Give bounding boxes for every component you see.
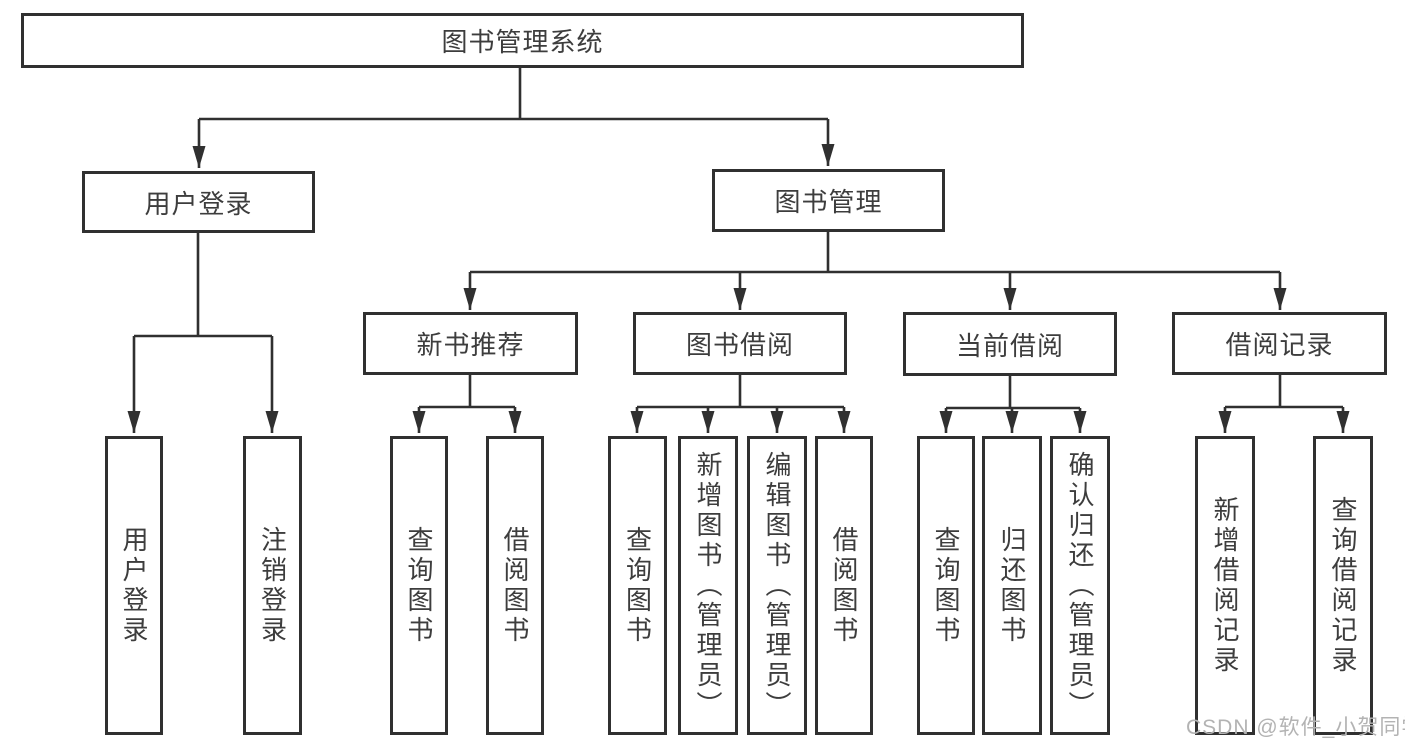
node-root-label: 图书管理系统 (441, 27, 604, 57)
node-borrow-records: 借阅记录 (1172, 312, 1387, 375)
leaf-confirm-return-admin-label: 确认归还（管理员） (1065, 450, 1095, 721)
edges-user-login-to-leaves (127, 231, 279, 433)
node-book-borrow-label: 图书借阅 (685, 330, 794, 360)
leaf-query-borrow-record: 查询借阅记录 (1313, 436, 1373, 735)
node-book-borrow: 图书借阅 (633, 312, 847, 375)
leaf-borrow-book: 借阅图书 (815, 436, 873, 735)
node-borrow-records-label: 借阅记录 (1225, 330, 1334, 360)
leaf-borrow-edit-book-admin-label: 编辑图书（管理员） (762, 450, 792, 721)
leaf-logout-label: 注销登录 (257, 525, 288, 646)
leaf-borrow-add-book-admin-label: 新增图书（管理员） (693, 450, 723, 721)
leaf-current-query-book: 查询图书 (917, 436, 975, 735)
leaf-borrow-edit-book-admin: 编辑图书（管理员） (747, 436, 807, 735)
leaf-new-books-query: 查询图书 (390, 436, 448, 735)
leaf-borrow-book-label: 借阅图书 (829, 525, 859, 646)
leaf-add-borrow-record: 新增借阅记录 (1195, 436, 1255, 735)
leaf-return-book-label: 归还图书 (997, 525, 1027, 646)
leaf-new-books-borrow-label: 借阅图书 (500, 525, 530, 646)
node-user-login-label: 用户登录 (144, 188, 253, 219)
csdn-watermark: CSDN @软件_小贺同学 (1186, 716, 1405, 739)
node-current-borrow: 当前借阅 (903, 312, 1117, 376)
leaf-current-query-book-label: 查询图书 (931, 525, 961, 646)
leaf-borrow-add-book-admin: 新增图书（管理员） (678, 436, 738, 735)
node-current-borrow-label: 当前借阅 (955, 330, 1064, 361)
leaf-confirm-return-admin: 确认归还（管理员） (1050, 436, 1110, 735)
leaf-user-login-label: 用户登录 (119, 525, 149, 646)
node-new-book-recommend-label: 新书推荐 (416, 330, 525, 360)
node-book-management-label: 图书管理 (774, 187, 883, 217)
node-root-system: 图书管理系统 (21, 13, 1024, 68)
node-new-book-recommend: 新书推荐 (363, 312, 578, 375)
edges-book-borrow-to-leaves (630, 373, 851, 433)
edges-new-books-to-leaves (412, 373, 522, 433)
leaf-add-borrow-record-label: 新增借阅记录 (1210, 495, 1240, 676)
leaf-new-books-query-label: 查询图书 (404, 525, 434, 646)
leaf-user-login: 用户登录 (105, 436, 163, 735)
node-user-login: 用户登录 (82, 171, 315, 233)
edges-book-mgmt-to-level3 (463, 230, 1287, 310)
edges-root-to-level2 (192, 66, 835, 168)
leaf-borrow-query-book: 查询图书 (608, 436, 667, 735)
edges-current-borrow-to-leaves (939, 374, 1087, 433)
leaf-return-book: 归还图书 (982, 436, 1042, 735)
leaf-query-borrow-record-label: 查询借阅记录 (1328, 495, 1358, 676)
edges-borrow-records-to-leaves (1218, 373, 1350, 433)
leaf-new-books-borrow: 借阅图书 (486, 436, 544, 735)
leaf-logout: 注销登录 (243, 436, 302, 735)
node-book-management: 图书管理 (712, 169, 945, 232)
leaf-borrow-query-book-label: 查询图书 (622, 525, 653, 646)
